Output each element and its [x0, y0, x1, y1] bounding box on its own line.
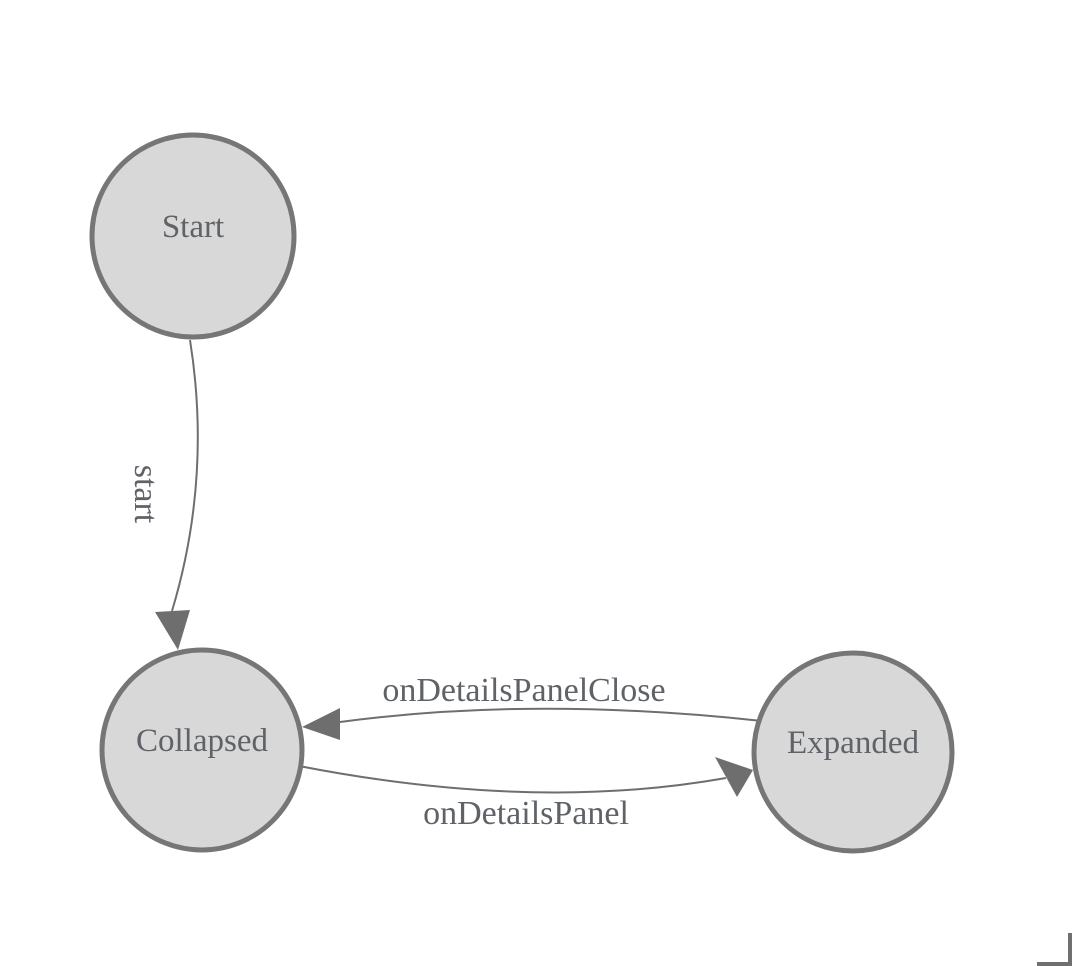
edge-collapsed-to-expanded-arrowhead — [715, 757, 753, 797]
state-node-start[interactable] — [89, 132, 297, 340]
edge-collapsed-to-expanded — [298, 765, 727, 794]
state-node-label-expanded: Expanded — [787, 725, 919, 761]
edge-start-to-collapsed — [171, 339, 199, 612]
state-node-label-start: Start — [162, 209, 224, 245]
state-node-label-collapsed: Collapsed — [136, 723, 268, 759]
state-node-collapsed[interactable] — [99, 647, 305, 853]
edge-label-expanded-to-collapsed[interactable]: onDetailsPanelClose — [382, 672, 665, 709]
edge-label-start-to-collapsed[interactable]: start — [127, 465, 164, 524]
canvas-corner-mark-horizontal[interactable] — [1037, 962, 1072, 966]
edge-expanded-to-collapsed-arrowhead — [302, 708, 340, 740]
state-node-expanded[interactable] — [751, 650, 955, 854]
edge-start-to-collapsed-arrowhead — [155, 610, 190, 650]
canvas-corner-mark-vertical[interactable] — [1068, 933, 1072, 966]
edge-expanded-to-collapsed — [339, 707, 763, 723]
edge-label-collapsed-to-expanded[interactable]: onDetailsPanel — [423, 795, 629, 832]
